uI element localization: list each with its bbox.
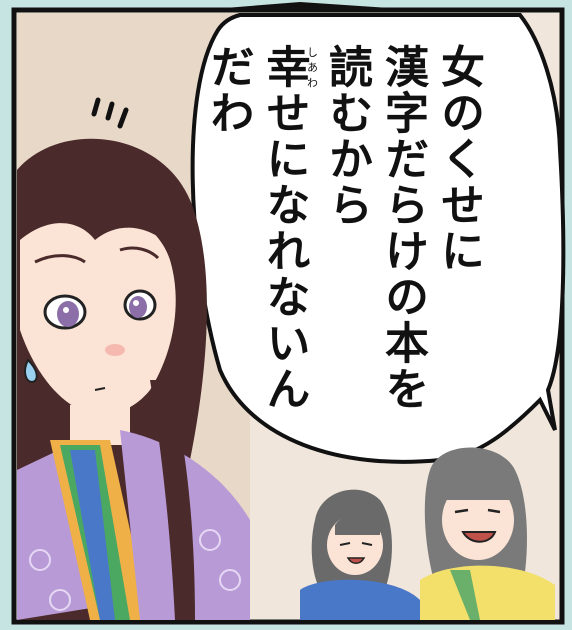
speech-line-4-rest: せになれないん xyxy=(258,90,310,412)
ruby-base: 幸 xyxy=(258,44,310,90)
speech-line-2: 漢字だらけの本を xyxy=(377,44,428,412)
ruby-reading: しあわ xyxy=(305,44,319,90)
speech-line-4: 幸しあわせになれないん xyxy=(256,44,319,464)
speech-bubble-text: 女のくせに 漢字だらけの本を 読むから 幸しあわせになれないん だわ xyxy=(203,44,486,464)
furigana-ruby: 幸しあわ xyxy=(258,44,319,90)
speech-line-3: 読むから xyxy=(321,44,372,228)
speech-line-1: 女のくせに xyxy=(433,44,484,274)
anxiety-marks xyxy=(91,97,129,129)
speech-line-5: だわ xyxy=(202,44,254,136)
